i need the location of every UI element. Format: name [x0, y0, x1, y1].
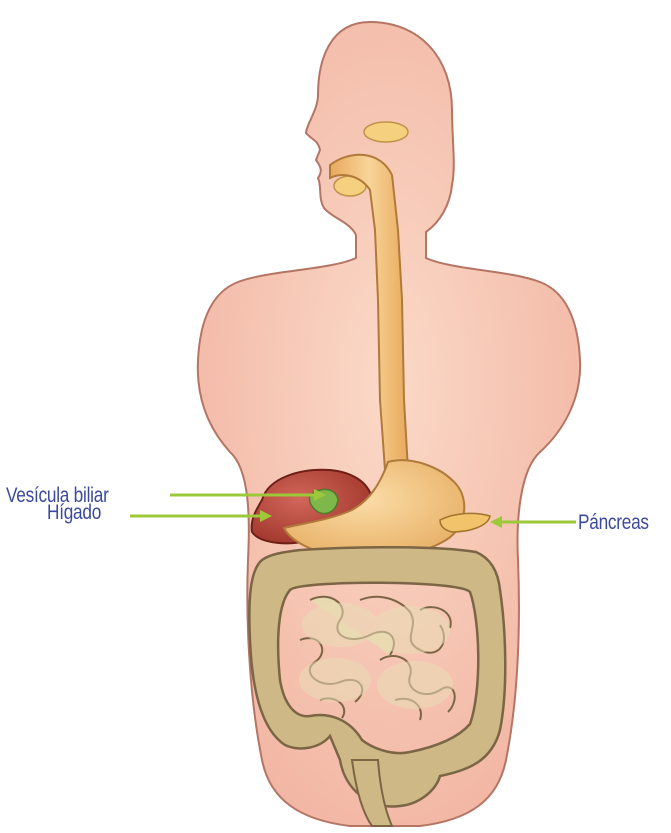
oral-cavity-shape — [364, 122, 408, 142]
label-higado: Hígado — [47, 501, 101, 525]
label-pancreas: Páncreas — [578, 511, 649, 535]
